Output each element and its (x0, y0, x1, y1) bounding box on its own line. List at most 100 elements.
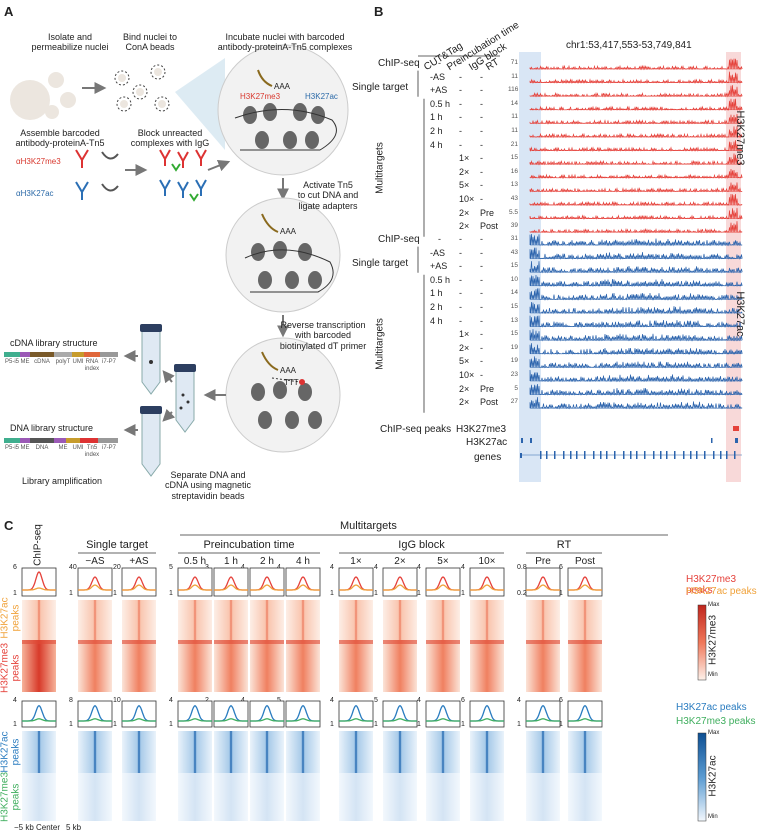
cdna-segment-label: RNA index (84, 359, 100, 372)
profile-ymin: 0.2 (517, 590, 527, 597)
gene-exon (540, 451, 542, 459)
profile-ymax: 4 (461, 564, 465, 571)
track-cond: - (480, 71, 483, 82)
peak-mark (735, 438, 738, 443)
profile-ymin: 1 (330, 721, 334, 728)
heatmap-me3-on-me3 (286, 640, 320, 692)
track-cond: - (480, 58, 483, 68)
cdna-segment-label: cDNA (34, 359, 50, 365)
dna-library-bar (4, 438, 118, 443)
gene-exon (584, 451, 586, 459)
profile-me3 (567, 567, 603, 597)
cdna-segment-label: i7-P7 (101, 359, 116, 365)
track-H3K27ac-1 (529, 247, 743, 260)
track-H3K27me3-5 (529, 126, 743, 139)
single-target-label: Single target (352, 81, 409, 93)
profile-ac (77, 700, 113, 728)
heatmap-ac-on-ac (470, 731, 504, 773)
step-separate: Separate DNA and cDNA using magnetic str… (164, 470, 252, 501)
dna-segment-label: Tn5 index (84, 445, 100, 458)
column-label: 1× (350, 556, 362, 567)
track-scale: 11 (511, 72, 518, 80)
track-cond: 2× (459, 397, 470, 408)
dna-segment-label: DNA (35, 445, 49, 451)
panel-label-a: A (4, 4, 14, 19)
heatmap-me3-on-ac (526, 600, 560, 640)
track-H3K27ac-11 (529, 383, 743, 396)
heatmap-me3-on-me3 (78, 640, 112, 692)
gene-exon (630, 451, 632, 459)
profile-ac (338, 700, 374, 728)
profile-ac (425, 700, 461, 728)
profile-ac (177, 700, 213, 728)
heatmap-ac-on-ac (339, 731, 373, 773)
profile-me3 (77, 567, 113, 597)
track-scale: 39 (510, 222, 518, 230)
track-cond: 1 h (430, 112, 443, 123)
profile-ymax: 4 (330, 697, 334, 704)
track-cond: - (459, 302, 462, 312)
gene-exon (726, 451, 728, 459)
heatmap-me3-on-me3 (214, 640, 248, 692)
track-cond: - (480, 247, 483, 258)
gene-exon (614, 451, 616, 459)
dna-segment-label: UMI (72, 445, 84, 451)
polyt-primer: TTT (284, 378, 299, 387)
profile-ymin: 1 (374, 590, 378, 597)
track-cond: Post (480, 221, 499, 232)
profile-ymin: 1 (517, 721, 521, 728)
track-cond: 0.5 h (430, 274, 451, 285)
profile-ac (249, 700, 285, 728)
heatmap-ac-on-ac (383, 731, 417, 773)
heatmap-ac-on-me3 (568, 773, 602, 821)
cdna-segment-label: ME (20, 359, 30, 365)
track-cond: +AS (430, 261, 448, 272)
step-activate: Activate Tn5 to cut DNA and ligate adapt… (297, 180, 359, 211)
track-cond: - (480, 153, 483, 164)
track-scale: 15 (510, 154, 518, 162)
column-label: Post (574, 556, 595, 567)
gene-exon (593, 451, 595, 459)
colorbar-ac (697, 732, 707, 822)
legend-ac-peaks-2: H3K27ac peaks (676, 702, 747, 713)
track-cond: 2× (459, 221, 470, 232)
heatmap-me3-on-ac (339, 600, 373, 640)
heatmap-me3-on-me3 (470, 640, 504, 692)
track-H3K27ac-5 (529, 301, 743, 315)
heatmap-me3-on-me3 (526, 640, 560, 692)
track-H3K27ac-0 (529, 233, 743, 247)
gene-exon (660, 451, 662, 459)
heatmap-ac-on-me3 (250, 773, 284, 821)
heatmap-me3-on-me3 (178, 640, 212, 692)
track-scale: 15 (510, 262, 518, 270)
gene-exon (520, 453, 522, 458)
gene-exon (563, 451, 565, 459)
gene-exon (576, 451, 578, 459)
heatmap-me3-on-me3 (250, 640, 284, 692)
track-H3K27me3-10 (529, 193, 743, 207)
gene-exon (734, 451, 736, 459)
heatmap-me3-on-ac (426, 600, 460, 640)
gene-exon (554, 451, 556, 459)
workflow-graphics (4, 44, 349, 477)
group-header: IgG block (398, 539, 445, 551)
track-scale: 13 (510, 316, 518, 324)
track-scale: 15 (510, 330, 518, 338)
profile-me3 (525, 567, 561, 597)
track-H3K27me3-2 (529, 85, 743, 98)
mark-h3k27me3: H3K27me3 (240, 92, 281, 101)
step-isolate: Isolate and permeabilize nuclei (31, 32, 109, 53)
profile-ymax: 6 (559, 564, 563, 571)
track-H3K27me3-8 (529, 168, 743, 180)
track-H3K27ac-4 (529, 288, 743, 301)
profile-ac (382, 700, 418, 728)
track-cond: 2× (459, 383, 470, 394)
track-scale: 13 (510, 181, 518, 189)
profile-me3 (382, 567, 418, 597)
profile-ymin: 1 (113, 590, 117, 597)
track-cond: -AS (430, 71, 446, 82)
track-cond: - (459, 247, 462, 258)
gene-exon (636, 451, 638, 459)
column-label: 0.5 h (183, 556, 207, 567)
